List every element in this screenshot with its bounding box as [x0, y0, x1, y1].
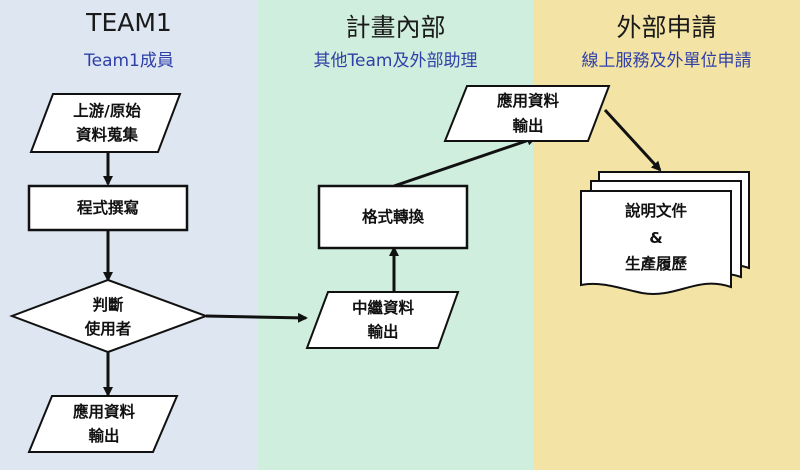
edge-judge-relay — [205, 312, 308, 323]
docs-multidocument-shape — [580, 171, 750, 295]
output2-data-shape — [443, 85, 611, 142]
judge-decision-shape — [9, 278, 209, 354]
lane-title: 計畫內部 — [345, 13, 446, 42]
lane-title: TEAM1 — [86, 8, 172, 37]
lane-subtitle: 其他Team及外部助理 — [313, 51, 478, 71]
lane-subtitle: 線上服務及外單位申請 — [581, 51, 752, 71]
edge-output2-docs — [603, 108, 662, 172]
coding-process-shape — [27, 184, 189, 232]
lane-subtitle: Team1成員 — [84, 51, 174, 71]
lane-team1: TEAM1 Team1成員 — [0, 0, 258, 470]
relay-data-shape — [305, 291, 460, 349]
edge-convert-output2 — [393, 135, 537, 188]
lane-title: 外部申請 — [616, 13, 717, 42]
convert-process-shape — [317, 184, 469, 250]
output1-data-shape — [27, 395, 179, 453]
collect-data-shape — [29, 93, 182, 153]
